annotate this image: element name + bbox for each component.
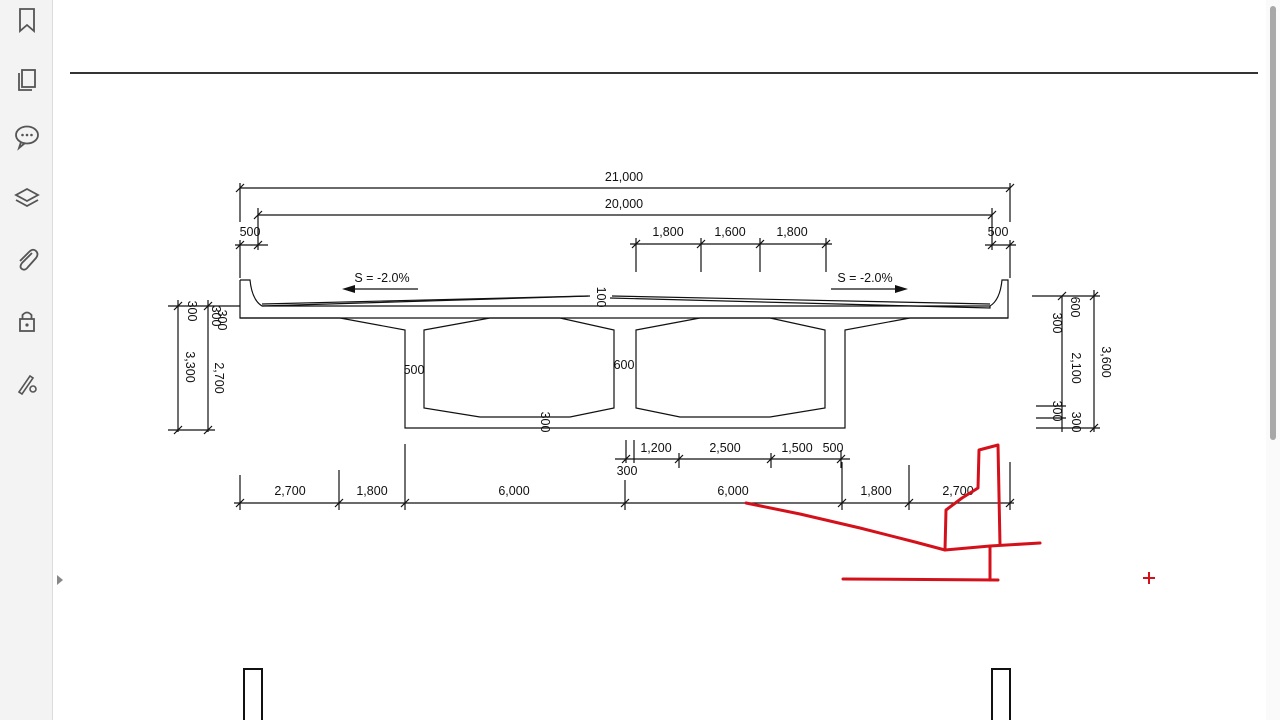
- dim-seg-6000-right: 6,000: [717, 484, 748, 498]
- dim-seg-2700-left: 2,700: [274, 484, 305, 498]
- dim-seg-6000-left: 6,000: [498, 484, 529, 498]
- box-girder-section: [239, 279, 1009, 429]
- dim-left-300-b: 300: [209, 306, 223, 327]
- page-header-rule: [70, 72, 1258, 74]
- dim-left-500: 500: [240, 225, 261, 239]
- pages-icon[interactable]: [12, 63, 42, 93]
- pier-outlines: [243, 668, 1011, 720]
- dim-21000: 21,000: [605, 170, 643, 184]
- dim-right-300-a: 300: [1050, 313, 1064, 334]
- dim-center-100: 100: [594, 287, 608, 308]
- dimension-lines-bottom-inner: [615, 440, 850, 468]
- dim-b-500: 500: [823, 441, 844, 455]
- slope-left-label: S = -2.0%: [354, 271, 409, 285]
- slope-right-label: S = -2.0%: [837, 271, 892, 285]
- dim-web-600: 600: [614, 358, 635, 372]
- dim-bottom-300: 300: [538, 412, 552, 433]
- lock-icon[interactable]: [12, 306, 42, 336]
- dim-right-3600: 3,600: [1099, 346, 1113, 377]
- dim-left-2700: 2,700: [212, 362, 226, 393]
- dim-right-300-b: 300: [1050, 401, 1064, 422]
- dim-left-3300: 3,300: [183, 351, 197, 382]
- slope-arrows: [342, 285, 908, 293]
- attachment-icon[interactable]: [12, 245, 42, 275]
- crosshair-cursor-icon: [1143, 572, 1155, 584]
- dimension-lines-right: [1032, 290, 1100, 433]
- dim-left-300-a: 300: [185, 301, 199, 322]
- dim-lane-1600: 1,600: [714, 225, 745, 239]
- dimension-lines-bottom: [234, 444, 1015, 510]
- document-page: [68, 0, 1266, 720]
- dim-b-1500: 1,500: [781, 441, 812, 455]
- dim-right-500: 500: [988, 225, 1009, 239]
- comment-icon[interactable]: [12, 122, 42, 152]
- dimension-lines-top: [235, 183, 1016, 278]
- signature-icon[interactable]: [12, 368, 42, 398]
- dim-right-600: 600: [1068, 297, 1082, 318]
- dim-left-300-c: 300: [215, 310, 229, 331]
- dim-right-300-c: 300: [1069, 412, 1083, 433]
- red-markup-sketch: [744, 443, 1042, 582]
- dim-web-500: 500: [404, 363, 425, 377]
- dim-seg-1800-left: 1,800: [356, 484, 387, 498]
- left-sidebar: [0, 0, 53, 720]
- dim-seg-2700-right: 2,700: [942, 484, 973, 498]
- vertical-scrollbar[interactable]: [1266, 0, 1280, 720]
- expand-panel-arrow-icon[interactable]: [54, 572, 66, 588]
- dim-seg-1800-right: 1,800: [860, 484, 891, 498]
- dim-right-2100: 2,100: [1069, 352, 1083, 383]
- dim-lane-1800-b: 1,800: [776, 225, 807, 239]
- dim-b-1200: 1,200: [640, 441, 671, 455]
- dim-b-2500: 2,500: [709, 441, 740, 455]
- dim-b-300: 300: [617, 464, 638, 478]
- dim-lane-1800-a: 1,800: [652, 225, 683, 239]
- dimension-lines-left: [168, 300, 240, 435]
- bookmark-icon[interactable]: [12, 5, 42, 35]
- layers-icon[interactable]: [12, 184, 42, 214]
- scrollbar-thumb[interactable]: [1270, 6, 1276, 440]
- dim-20000: 20,000: [605, 197, 643, 211]
